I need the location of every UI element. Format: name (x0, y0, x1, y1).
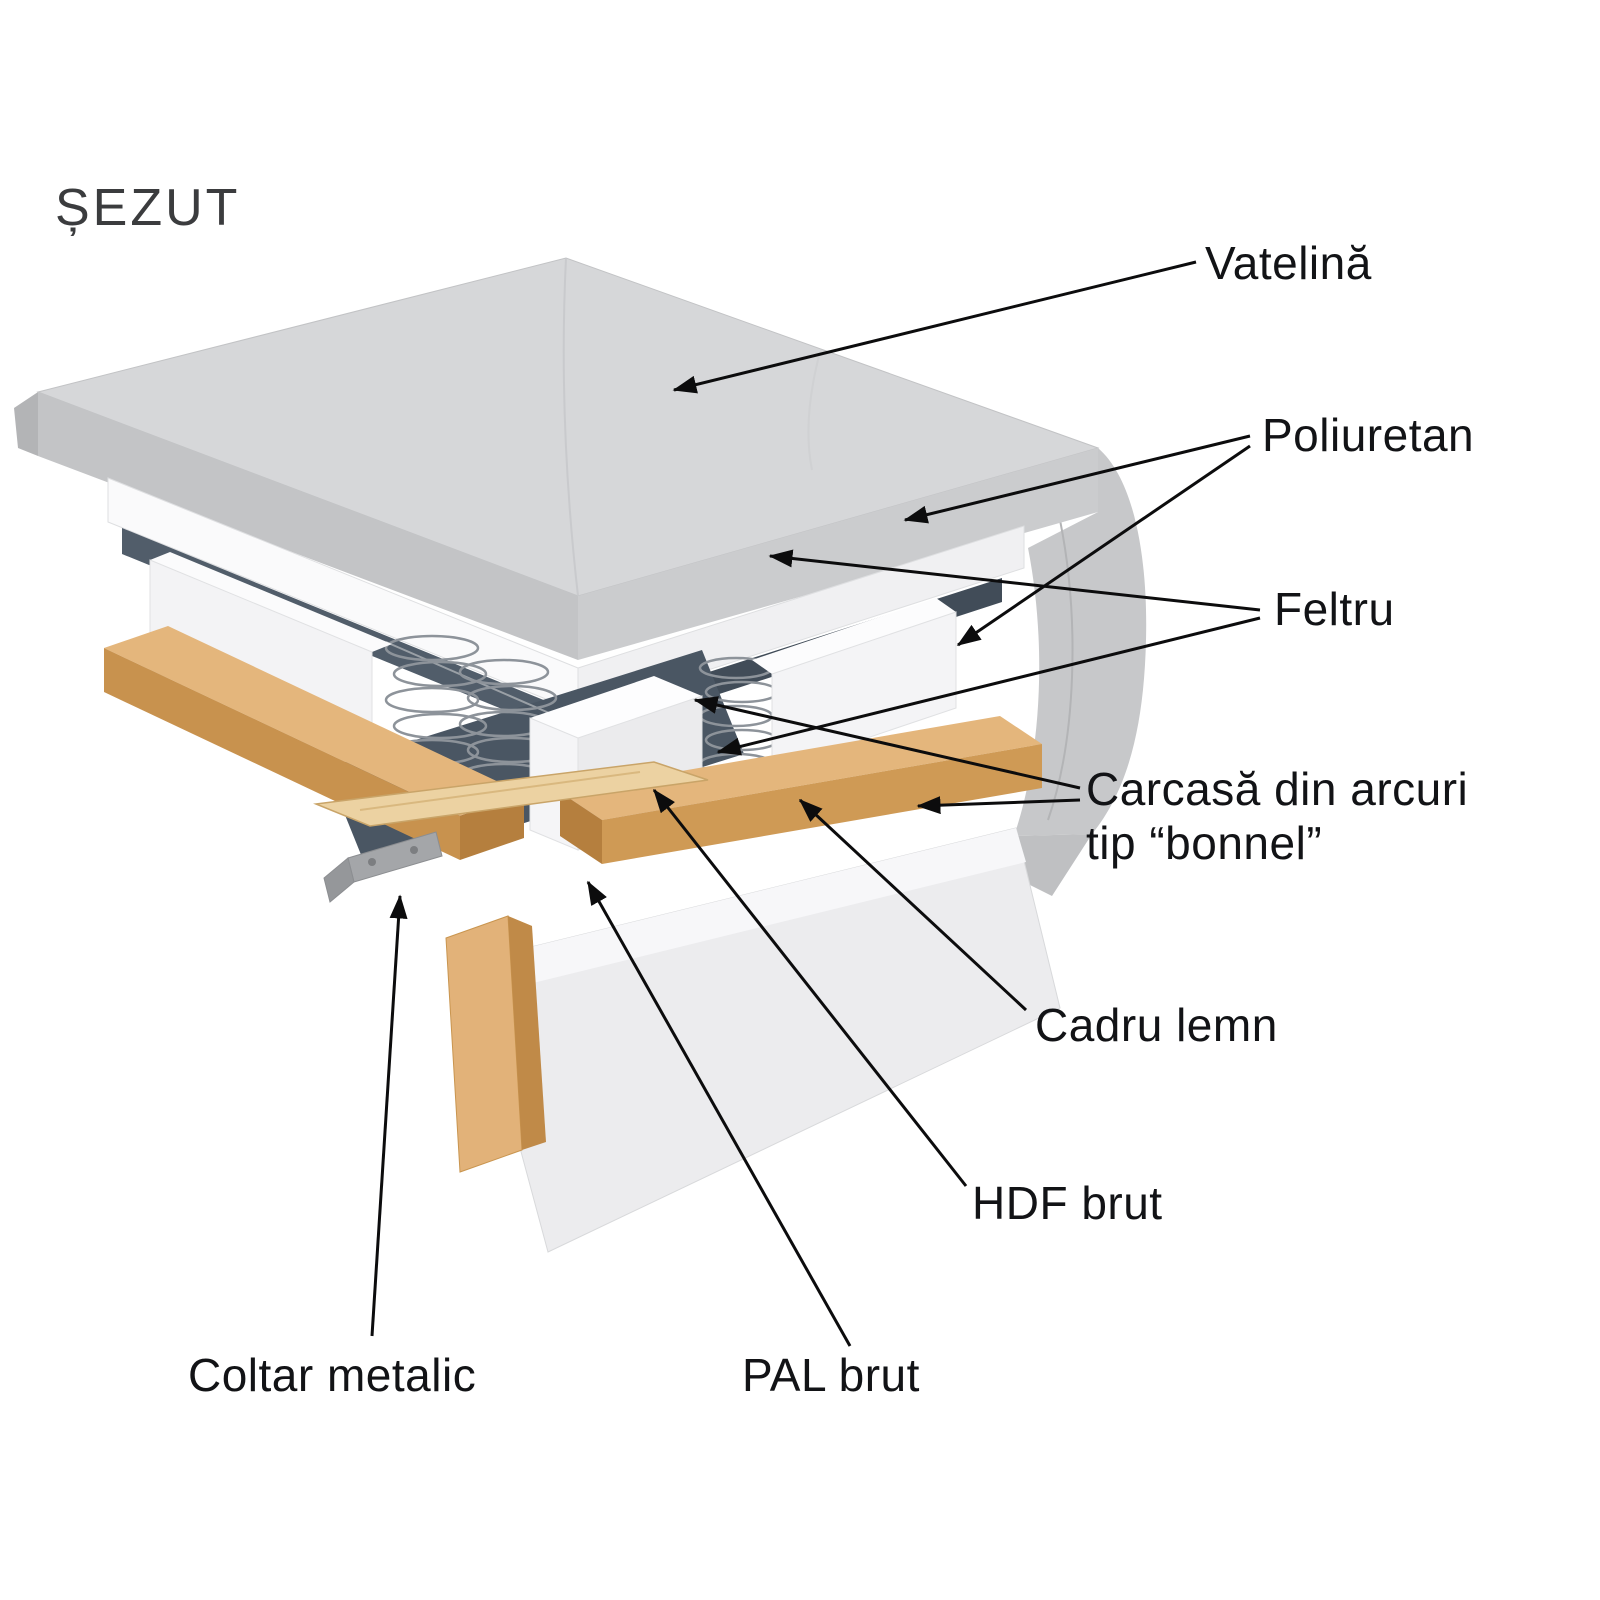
leader-line-feltru-2 (716, 616, 1261, 756)
label-cadru-lemn: Cadru lemn (1035, 999, 1278, 1051)
label-pal-brut: PAL brut (742, 1349, 920, 1401)
label-vatelina: Vatelină (1205, 237, 1372, 289)
leader-line-hdf-brut (652, 788, 968, 1187)
leader-lines (370, 260, 1261, 1347)
leader-line-carcasa-1 (693, 696, 1081, 790)
hdf-board (313, 761, 709, 827)
label-hdf-brut: HDF brut (972, 1177, 1163, 1229)
fabric-right-wrap (1014, 448, 1147, 896)
leader-line-vatelina (672, 260, 1197, 394)
leader-line-pal-brut (586, 880, 852, 1347)
label-feltru: Feltru (1274, 583, 1395, 635)
metal-corner-bracket (323, 831, 443, 903)
label-carcasa-arcuri-line1: Carcasă din arcuri (1086, 763, 1469, 815)
leader-line-poliuretan-2 (956, 444, 1251, 647)
pal-post (445, 915, 546, 1173)
label-poliuretan: Poliuretan (1262, 409, 1475, 461)
label-coltar-metalic: Coltar metalic (188, 1349, 477, 1401)
leader-line-poliuretan-1 (903, 434, 1251, 524)
leader-line-carcasa-2 (916, 796, 1081, 815)
label-carcasa-arcuri-line2: tip “bonnel” (1086, 817, 1323, 870)
leader-line-coltar-metalic (370, 894, 408, 1337)
label-carcasa-arcuri: Carcasă din arcuri tip “bonnel” (1086, 762, 1468, 871)
leader-line-cadru-lemn (798, 798, 1028, 1012)
diagram-title: ȘEZUT (55, 179, 241, 237)
leader-line-feltru-1 (768, 549, 1261, 612)
fabric-top-slab (14, 257, 1100, 660)
